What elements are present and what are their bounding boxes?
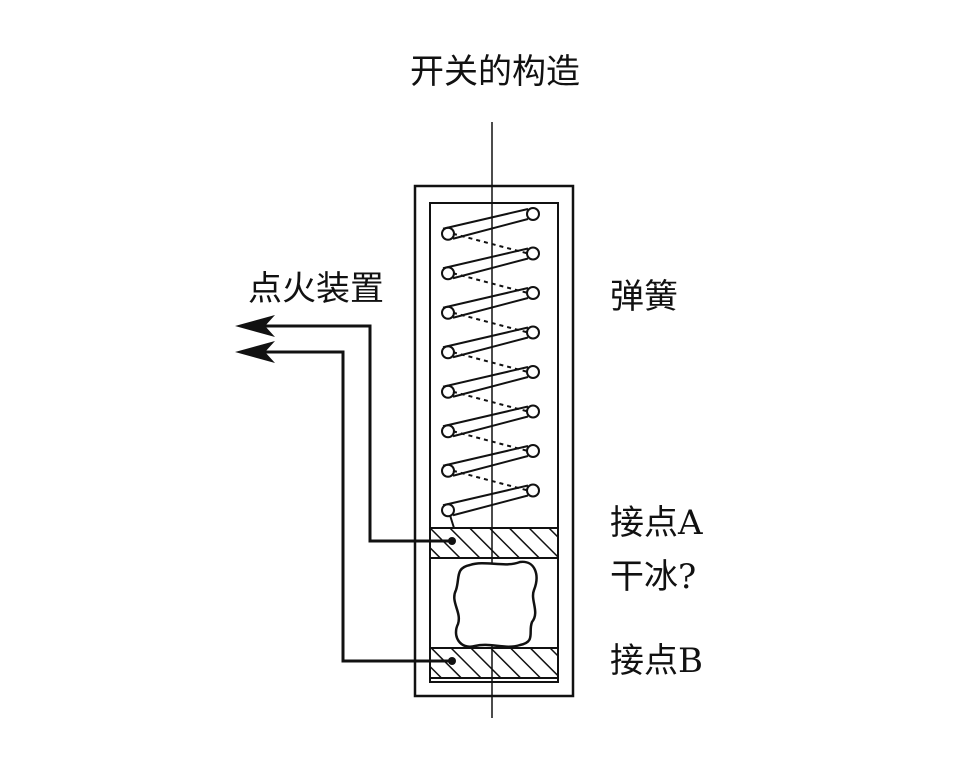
spring-wire-front: [442, 366, 529, 388]
spring-ring: [526, 365, 540, 379]
spring-ring: [526, 246, 540, 261]
spring-ring: [526, 444, 540, 458]
spring-ring: [526, 286, 540, 300]
wire-contact-a: [262, 324, 452, 543]
spring-wire-tail: [449, 514, 455, 529]
spring-wire-front: [452, 415, 529, 438]
inner-chamber: [429, 202, 559, 683]
spring-ring: [526, 207, 540, 221]
spring-wire-front: [452, 257, 529, 280]
arrowhead-upper: [235, 315, 275, 337]
spring-wire-front: [442, 208, 529, 230]
spring-wire-front: [442, 405, 529, 428]
spring-wire-front: [442, 326, 529, 349]
spring-ring: [526, 483, 540, 498]
spring-wire-back: [452, 232, 529, 255]
spring-wire-back: [452, 351, 529, 373]
spring-wire-front: [452, 494, 529, 517]
spring-ring: [526, 404, 540, 419]
arrowhead-lower: [235, 341, 275, 363]
spring-wire-back: [452, 311, 529, 334]
label-contact-b: 接点B: [610, 641, 703, 681]
spring-wire-front: [442, 287, 529, 309]
spring-coil: [441, 207, 540, 529]
dry-ice-blob: [453, 560, 538, 648]
label-dry-ice: 干冰?: [610, 557, 697, 597]
spring-ring: [526, 325, 540, 340]
spring-wire-front: [452, 455, 529, 477]
spring-wire-front: [452, 376, 529, 398]
spring-wire-front: [452, 218, 529, 240]
spring-wire-back: [452, 469, 529, 492]
spring-wire-front: [442, 445, 529, 467]
label-igniter: 点火装置: [248, 269, 384, 309]
label-contact-a: 接点A: [610, 503, 703, 543]
spring-wire-front: [442, 484, 529, 507]
spring-wire-back: [452, 272, 529, 294]
outer-housing: [413, 184, 575, 698]
spring-wire-front: [442, 247, 529, 270]
spring-wire-back: [452, 430, 529, 452]
label-spring: 弹簧: [610, 277, 678, 317]
spring-wire-back: [452, 390, 529, 413]
diagram-title: 开关的构造: [410, 52, 580, 92]
spring-wire-front: [452, 336, 529, 359]
spring-wire-front: [452, 297, 529, 319]
wire-contact-b: [262, 350, 452, 663]
